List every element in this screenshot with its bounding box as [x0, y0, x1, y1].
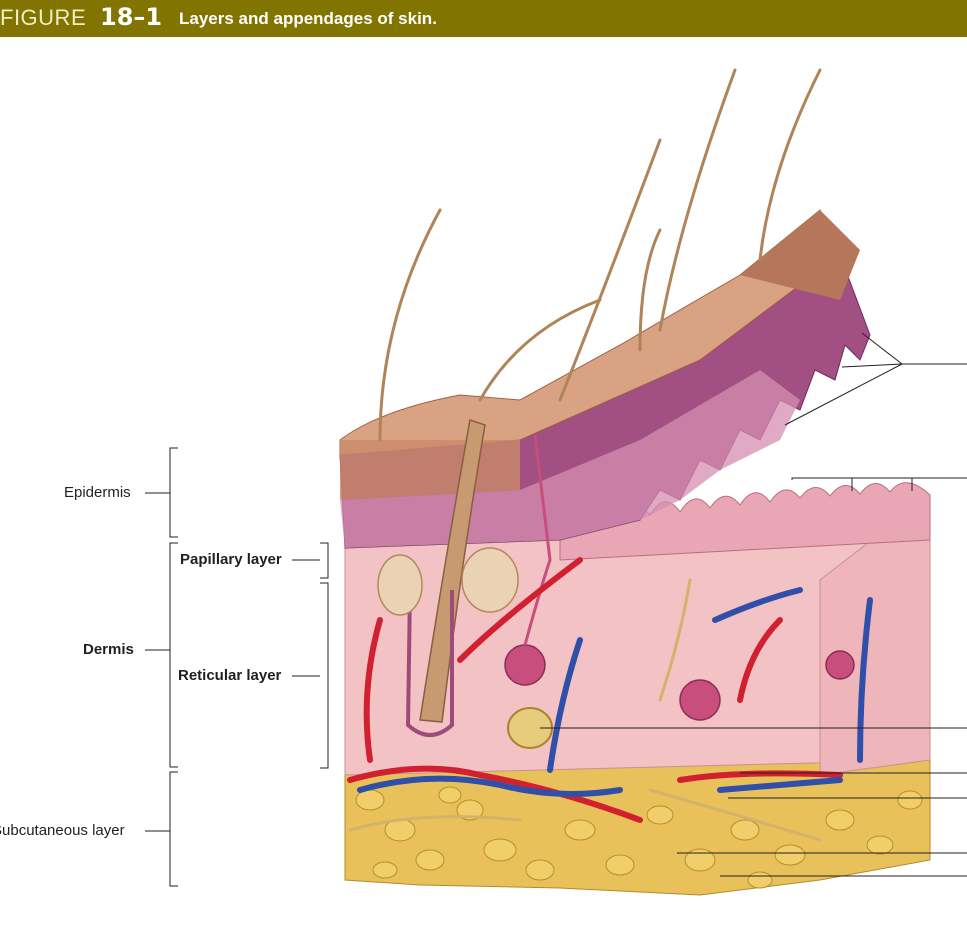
sebaceous-gland-left [377, 554, 423, 616]
sweat-duct [523, 434, 552, 646]
skin-surface-side [340, 440, 520, 500]
sweat-glands [504, 644, 855, 721]
label-papillary-layer: Papillary layer [180, 551, 282, 568]
right-leader-lines [540, 332, 967, 877]
left-brackets [145, 447, 329, 887]
hair-follicle-sheath [405, 589, 454, 737]
label-dermis: Dermis [83, 641, 134, 658]
hair-shafts [378, 68, 822, 442]
label-subcutaneous-layer: Subcutaneous layer [0, 822, 125, 839]
sebaceous-gland-right [461, 547, 519, 613]
label-reticular-layer: Reticular layer [178, 667, 282, 684]
figure-word: FIGURE [0, 5, 87, 30]
nerves [348, 578, 822, 842]
label-epidermis: Epidermis [64, 484, 131, 501]
skin-surface-top [740, 210, 860, 300]
fat-globules [355, 786, 923, 889]
veins [357, 587, 873, 797]
hair-follicle [419, 419, 486, 723]
arteries [347, 557, 843, 823]
figure-header: FIGURE 18–1 Layers and appendages of ski… [0, 0, 967, 37]
figure-title: Layers and appendages of skin. [179, 9, 437, 28]
figure-number: 18–1 [100, 3, 163, 31]
